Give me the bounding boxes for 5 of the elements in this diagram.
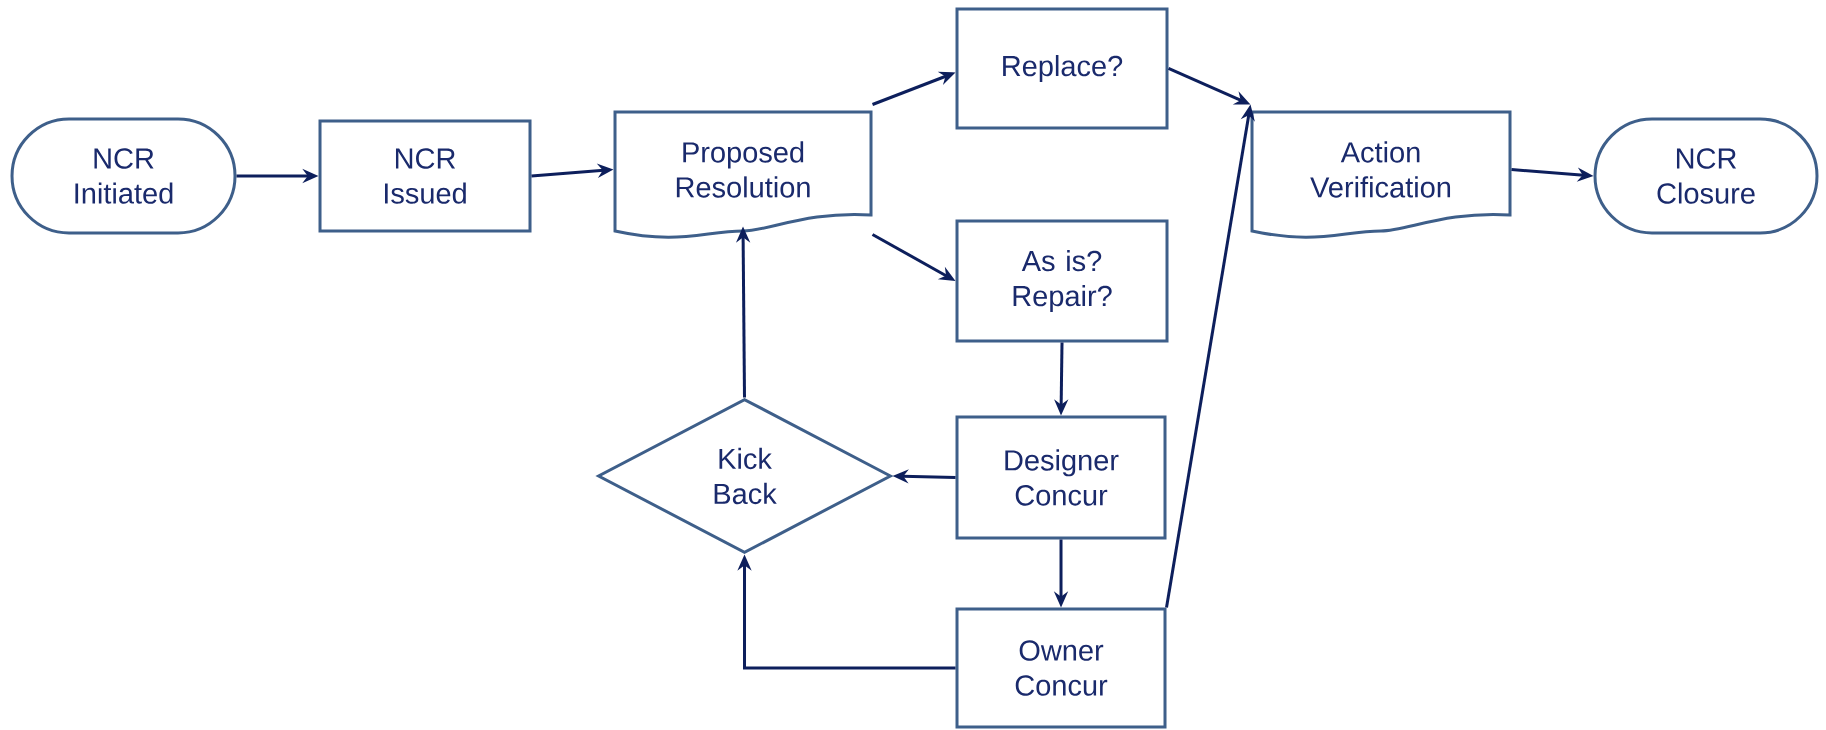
process-box: Replace?: [955, 7, 1169, 130]
process-box: Owner Concur: [955, 607, 1167, 729]
process-box: As is? Repair?: [955, 219, 1169, 343]
process-box: NCR Issued: [318, 119, 532, 233]
process-box: Designer Concur: [955, 415, 1167, 540]
